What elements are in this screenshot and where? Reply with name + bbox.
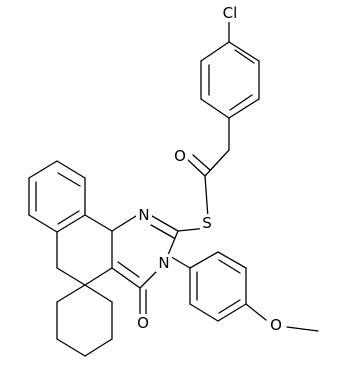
bond — [56, 338, 86, 357]
atom-label-cl: Cl — [223, 4, 238, 22]
bond — [200, 98, 230, 119]
atom-o-ketone: O — [136, 314, 151, 332]
bond — [56, 160, 86, 179]
bond — [117, 261, 140, 278]
bond — [84, 214, 113, 232]
bond — [187, 159, 206, 177]
bond — [167, 230, 179, 256]
atom-label-s: S — [202, 214, 212, 232]
bond — [189, 303, 219, 322]
bond — [56, 267, 86, 286]
bond — [84, 267, 113, 286]
bond — [111, 267, 141, 289]
bond — [150, 224, 175, 239]
bond — [151, 215, 179, 232]
atom-label-o-methoxy: O — [270, 316, 282, 334]
atom-labels: Cl O S N N O O — [136, 4, 285, 334]
bond — [218, 259, 241, 274]
bond — [217, 303, 247, 322]
atom-label-n1: N — [138, 206, 149, 224]
bond — [84, 338, 113, 357]
atom-o-methoxy: O — [268, 316, 285, 334]
bond — [229, 94, 253, 111]
bond — [228, 98, 260, 119]
atom-label-o-ketone: O — [137, 314, 149, 332]
atom-label-o-thioester: O — [174, 147, 186, 165]
atom-s: S — [200, 214, 215, 232]
bond — [57, 172, 81, 187]
bond — [217, 251, 247, 269]
bond — [56, 284, 86, 303]
atom-cl: Cl — [218, 4, 242, 22]
bond — [286, 326, 319, 332]
atom-o-thioester: O — [173, 147, 188, 165]
atom-label-n3: N — [158, 254, 169, 272]
bond — [204, 175, 209, 219]
bond — [234, 49, 255, 64]
bond — [28, 160, 58, 179]
bond — [192, 154, 211, 171]
atom-n1: N — [136, 206, 152, 224]
bond — [204, 149, 230, 177]
bond — [56, 214, 86, 233]
bond — [139, 271, 157, 289]
bond — [57, 210, 80, 225]
bond — [28, 214, 58, 233]
bonds — [28, 19, 319, 357]
bond — [228, 41, 260, 62]
bond — [189, 251, 219, 269]
bond — [245, 303, 267, 321]
atom-n3: N — [156, 254, 172, 272]
bond — [218, 299, 241, 314]
bond — [111, 215, 137, 232]
bond — [200, 41, 230, 62]
bond — [84, 284, 113, 303]
